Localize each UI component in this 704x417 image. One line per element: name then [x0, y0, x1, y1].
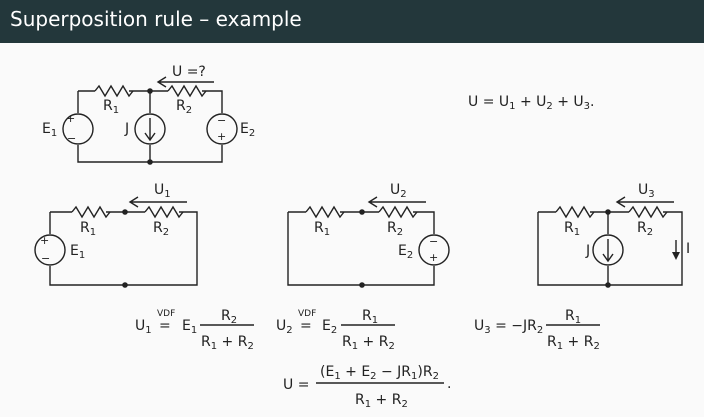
superposition-equation: U = U1 + U2 + U3. — [468, 94, 594, 112]
voltage-arrow-u — [156, 76, 214, 88]
voltage-arrow-u2 — [367, 196, 426, 208]
voltage-arrow-u1 — [128, 196, 187, 208]
wire — [537, 211, 683, 286]
label-r2: R2 — [637, 220, 653, 238]
label-i: I — [686, 241, 690, 257]
final-numerator: (E1 + E2 − JR1)R2 — [320, 364, 439, 382]
label-r2: R2 — [176, 98, 192, 116]
resistor-r1 — [94, 84, 134, 98]
current-source-j — [592, 234, 624, 266]
final-lhs: U = — [283, 377, 309, 393]
u2-lhs: U2 — [276, 318, 293, 336]
final-denominator: R1 + R2 — [355, 392, 408, 410]
minus-sign: − — [429, 235, 438, 248]
label-e1: E1 — [70, 243, 85, 261]
numerator-r2: R2 — [221, 308, 237, 326]
voltage-source-e2 — [418, 234, 450, 266]
current-arrow — [144, 118, 156, 142]
denominator: R1 + R2 — [201, 334, 254, 352]
resistor-r2 — [378, 205, 418, 219]
resistor-r1 — [71, 205, 111, 219]
e2-factor: E2 — [322, 318, 337, 336]
circuit-full: + − − + U =? R1 R2 E1 J E2 — [42, 64, 255, 165]
u3-lhs: U3 = −JR2 — [474, 318, 543, 336]
period: . — [447, 376, 451, 392]
label-j: J — [585, 243, 590, 259]
wire — [202, 90, 223, 113]
node — [147, 88, 153, 94]
equation-u3: U3 = −JR2 R1 R1 + R2 — [474, 308, 600, 352]
voltage-source-e1 — [62, 113, 94, 145]
circuit-e1-only: + − U1 R1 R2 E1 — [34, 182, 198, 288]
label-e2: E2 — [398, 243, 413, 261]
node — [359, 282, 365, 288]
plus-sign: + — [217, 130, 226, 143]
node — [147, 159, 153, 165]
label-e1: E1 — [42, 121, 57, 139]
wire — [49, 211, 198, 286]
label-u1: U1 — [154, 182, 171, 200]
voltage-arrow-u3 — [615, 196, 674, 208]
eq-sign: = — [300, 318, 312, 334]
resistor-r2 — [628, 205, 668, 219]
label-r2: R2 — [387, 220, 403, 238]
u1-lhs: U1 — [135, 318, 152, 336]
circuit-e2-only: − + U2 R1 R2 E2 — [287, 182, 450, 288]
vdf-label: VDF — [157, 309, 175, 319]
title-bar: Superposition rule – example — [0, 0, 704, 43]
plus-sign: + — [40, 234, 49, 247]
label-j: J — [124, 121, 129, 137]
circuit-j-only: U3 R1 R2 J I — [537, 182, 690, 288]
e1-factor: E1 — [182, 318, 197, 336]
label-u3: U3 — [638, 182, 655, 200]
equation-u1: U1 = VDF E1 R2 R1 + R2 — [135, 308, 254, 352]
current-source-j — [134, 113, 166, 145]
resistor-r1 — [555, 205, 595, 219]
resistor-r2 — [144, 205, 184, 219]
equation-final: U = (E1 + E2 − JR1)R2 . R1 + R2 — [283, 364, 451, 410]
label-r1: R1 — [564, 220, 580, 238]
vdf-label: VDF — [298, 309, 316, 319]
label-r1: R1 — [80, 220, 96, 238]
minus-sign: − — [41, 252, 50, 265]
minus-sign: − — [217, 114, 226, 127]
equation-u2: U2 = VDF E2 R1 R1 + R2 — [276, 308, 395, 352]
minus-sign: − — [67, 132, 76, 145]
label-e2: E2 — [240, 121, 255, 139]
wire — [287, 212, 435, 286]
voltage-source-e2 — [206, 113, 238, 145]
current-arrow — [602, 239, 614, 263]
node — [359, 209, 365, 215]
label-u2: U2 — [390, 182, 407, 200]
label-r1: R1 — [314, 220, 330, 238]
numerator-r1: R1 — [362, 308, 378, 326]
plus-sign: + — [429, 251, 438, 264]
node — [605, 209, 611, 215]
resistor-r1 — [305, 205, 345, 219]
node — [605, 282, 611, 288]
denominator: R1 + R2 — [342, 334, 395, 352]
denominator: R1 + R2 — [547, 334, 600, 352]
label-r1: R1 — [103, 98, 119, 116]
numerator-r1: R1 — [565, 308, 581, 326]
wire — [413, 211, 435, 234]
plus-sign: + — [66, 112, 75, 125]
node — [122, 209, 128, 215]
resistor-r2 — [167, 84, 207, 98]
slide-title: Superposition rule – example — [10, 7, 302, 31]
eq-sign: = — [159, 318, 171, 334]
node — [122, 282, 128, 288]
label-r2: R2 — [153, 220, 169, 238]
arrowhead — [672, 252, 680, 260]
voltage-source-e1 — [34, 234, 66, 266]
unknown-voltage-label: U =? — [172, 64, 206, 80]
